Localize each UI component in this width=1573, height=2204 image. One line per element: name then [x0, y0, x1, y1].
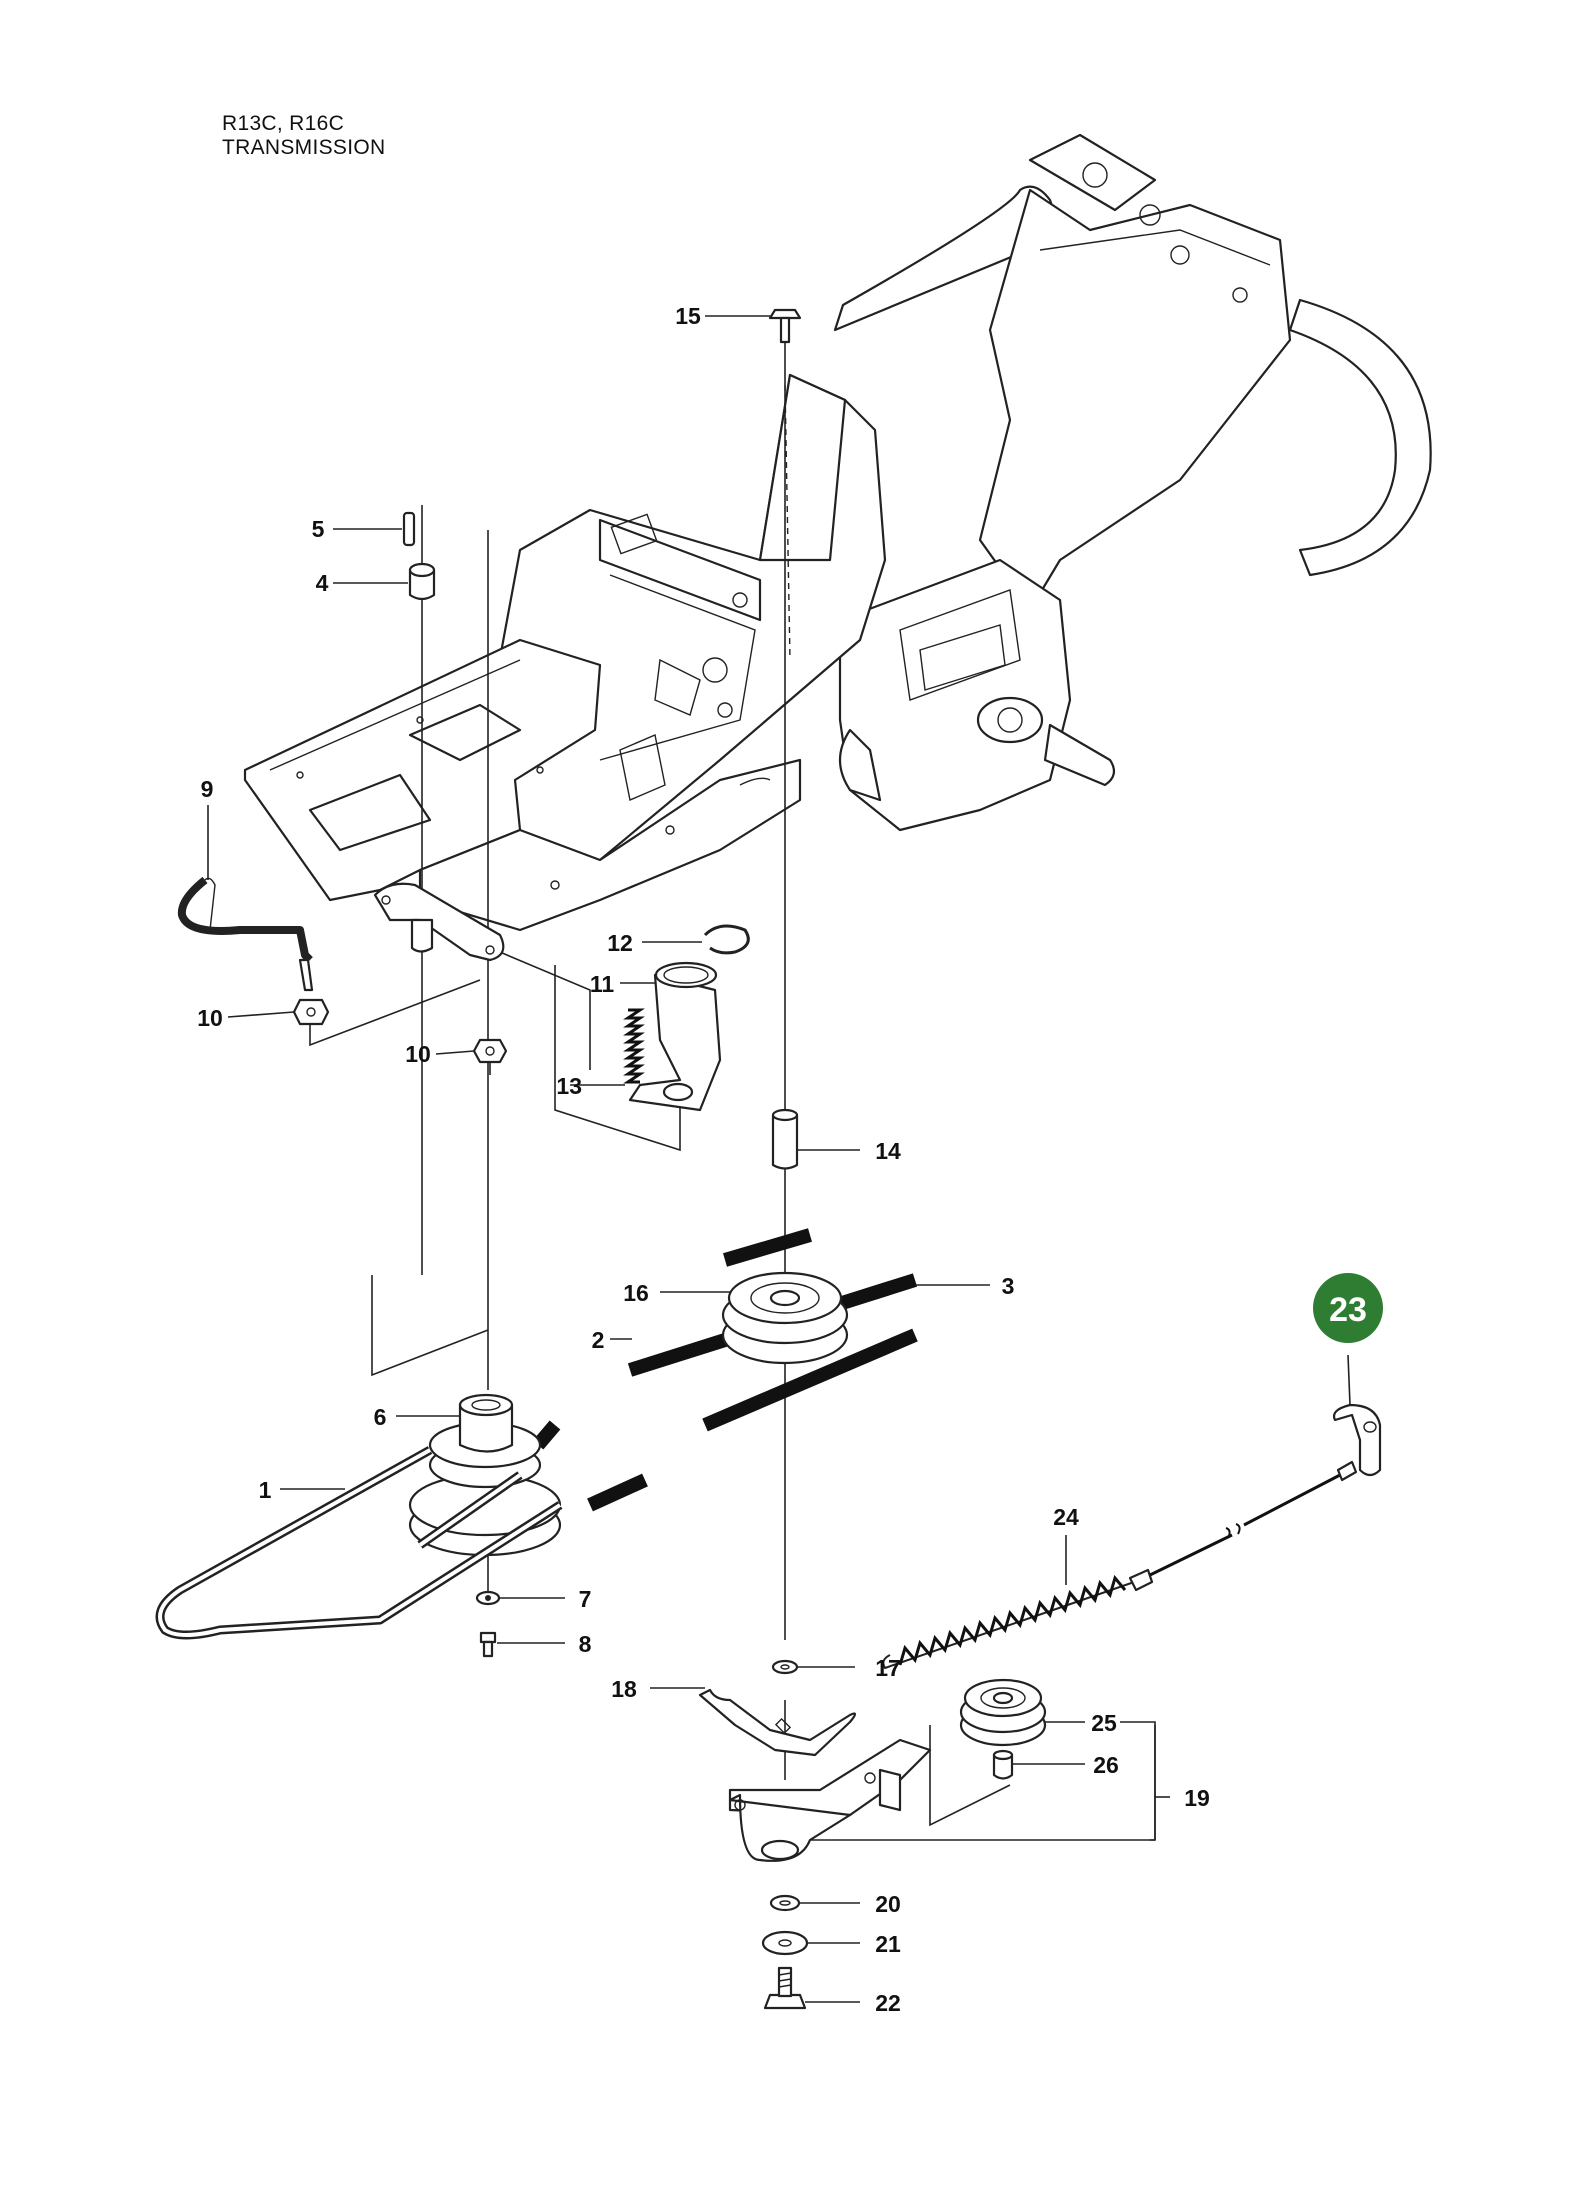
part-8-bolt — [479, 1631, 497, 1658]
part-19-idler-arm — [728, 1738, 932, 1862]
callout-7: 7 — [579, 1586, 592, 1612]
part-26-spacer — [992, 1749, 1014, 1780]
callout-14: 14 — [875, 1138, 901, 1164]
highlight-badge-label: 23 — [1329, 1291, 1367, 1329]
belt-segments — [532, 1228, 918, 1512]
highlighted-callout-23: 23 — [1313, 1273, 1383, 1343]
callout-6: 6 — [374, 1404, 387, 1430]
callout-26: 26 — [1093, 1752, 1119, 1778]
part-14-spacer — [771, 1108, 799, 1170]
callout-4: 4 — [316, 570, 329, 596]
callout-18: 18 — [611, 1676, 637, 1702]
callout-1: 1 — [259, 1477, 272, 1503]
callout-24: 24 — [1053, 1504, 1079, 1530]
callout-12: 12 — [607, 930, 633, 956]
callout-19: 19 — [1184, 1785, 1210, 1811]
callout-20: 20 — [875, 1891, 901, 1917]
callout-25: 25 — [1091, 1710, 1117, 1736]
callout-labels: 15 5 4 9 10 10 12 11 13 14 16 3 2 6 1 7 … — [197, 303, 1210, 2016]
part-13-spring — [623, 1008, 645, 1084]
callout-15: 15 — [675, 303, 701, 329]
part-1-belt — [155, 1446, 563, 1640]
part-5-pin — [402, 511, 416, 547]
part-11-tensioner-arm — [628, 961, 722, 1112]
callout-8: 8 — [579, 1631, 592, 1657]
highlight-badge — [1313, 1273, 1383, 1343]
callout-22: 22 — [875, 1990, 901, 2016]
callout-10-left: 10 — [197, 1005, 223, 1031]
part-22-bolt — [763, 1966, 807, 2010]
part-20-washer — [769, 1894, 801, 1912]
callout-11: 11 — [590, 971, 615, 997]
part-7-washer — [475, 1590, 501, 1606]
part-10-nut-right — [472, 1038, 508, 1064]
part-24-spring — [882, 1568, 1154, 1670]
callout-10-right: 10 — [405, 1041, 431, 1067]
frame-assembly — [243, 133, 1432, 932]
leader-lines — [207, 315, 1351, 2003]
part-25-pulley — [959, 1678, 1047, 1747]
part-4-bushing — [408, 562, 436, 601]
callout-9: 9 — [201, 776, 214, 802]
part-6-engine-pulley — [408, 1393, 562, 1557]
part-18-bracket — [698, 1688, 857, 1757]
callout-16: 16 — [623, 1280, 649, 1306]
callout-21: 21 — [875, 1931, 901, 1957]
diagram-section-title: TRANSMISSION — [222, 136, 386, 159]
diagram-model-title: R13C, R16C — [222, 112, 345, 135]
part-15-bolt — [768, 308, 802, 344]
callout-3: 3 — [1002, 1273, 1015, 1299]
callout-5: 5 — [312, 516, 325, 542]
part-10-nut-left — [292, 998, 330, 1026]
part-21-washer — [761, 1930, 809, 1956]
part-17-washer — [771, 1659, 799, 1675]
part-12-snap-ring — [703, 924, 750, 955]
part-arm-bracket — [373, 882, 505, 962]
part-16-idler-pulley — [721, 1271, 849, 1365]
callout-13: 13 — [556, 1073, 582, 1099]
part-9-rod — [177, 876, 314, 992]
callout-17: 17 — [875, 1655, 901, 1681]
part-23-cable — [1149, 1403, 1382, 1577]
callout-2: 2 — [592, 1327, 605, 1353]
